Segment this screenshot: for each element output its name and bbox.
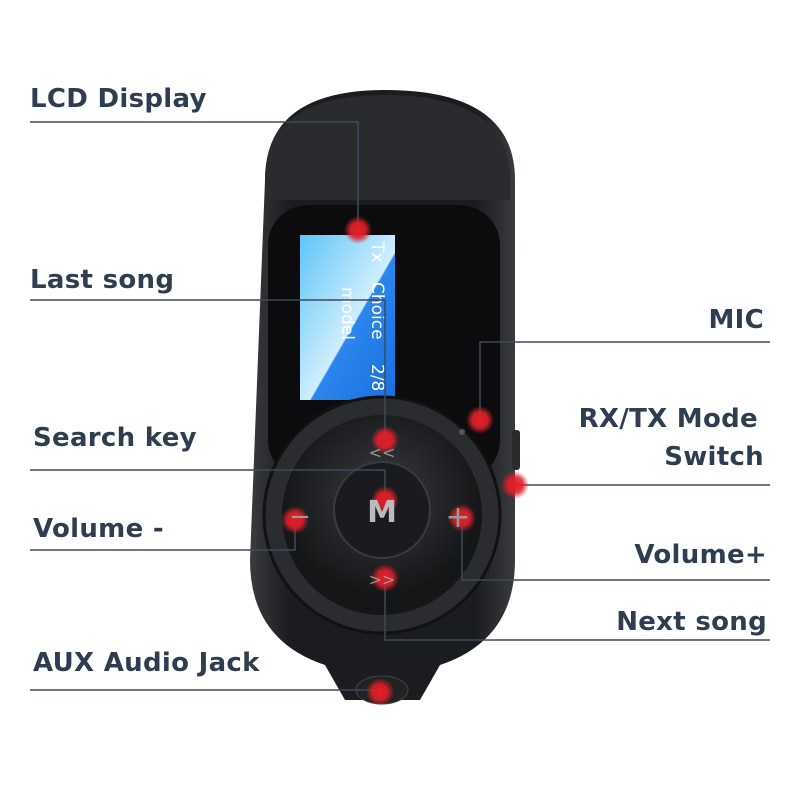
marker-volume-plus <box>448 504 476 532</box>
label-last-song: Last song <box>30 265 175 295</box>
leader-volume-plus <box>461 518 770 581</box>
leader-mic <box>479 341 770 420</box>
label-mic: MIC <box>708 305 764 335</box>
prev-button-label: << <box>369 443 396 462</box>
marker-search <box>371 486 399 514</box>
label-lcd-display: LCD Display <box>30 84 207 114</box>
marker-mic <box>466 406 494 434</box>
label-volume-plus: Volume+ <box>634 540 767 570</box>
lcd-text-choice: Choice <box>367 282 387 340</box>
mode-button-label: M <box>367 495 397 530</box>
markers <box>281 216 529 706</box>
lcd-screen <box>300 235 395 400</box>
marker-last-song <box>371 426 399 454</box>
label-next-song: Next song <box>616 607 767 637</box>
lcd-text-model: model <box>337 287 357 340</box>
lcd-text-counter: 2/8 <box>367 364 387 391</box>
volume-plus-button-label: + <box>445 500 470 535</box>
marker-rxtx <box>501 471 529 499</box>
leader-next <box>384 578 770 641</box>
label-rx-tx-line1: RX/TX Mode <box>578 404 758 434</box>
marker-next <box>371 564 399 592</box>
lcd-text-tx: Tx <box>367 241 387 262</box>
marker-volume-minus <box>281 506 309 534</box>
leader-last-song <box>30 299 386 440</box>
label-search-key: Search key <box>33 423 197 453</box>
marker-lcd <box>344 216 372 244</box>
mic-hole <box>459 429 465 435</box>
button-labels: M − + << >> <box>289 443 470 589</box>
next-button-label: >> <box>369 570 396 589</box>
leader-lcd <box>30 121 359 230</box>
marker-aux <box>366 678 394 706</box>
label-aux-audio-jack: AUX Audio Jack <box>33 648 260 678</box>
label-rx-tx-line2: Switch <box>664 442 764 472</box>
mode-switch <box>512 430 520 470</box>
label-volume-minus: Volume - <box>33 514 164 544</box>
volume-minus-button-label: − <box>289 502 311 532</box>
